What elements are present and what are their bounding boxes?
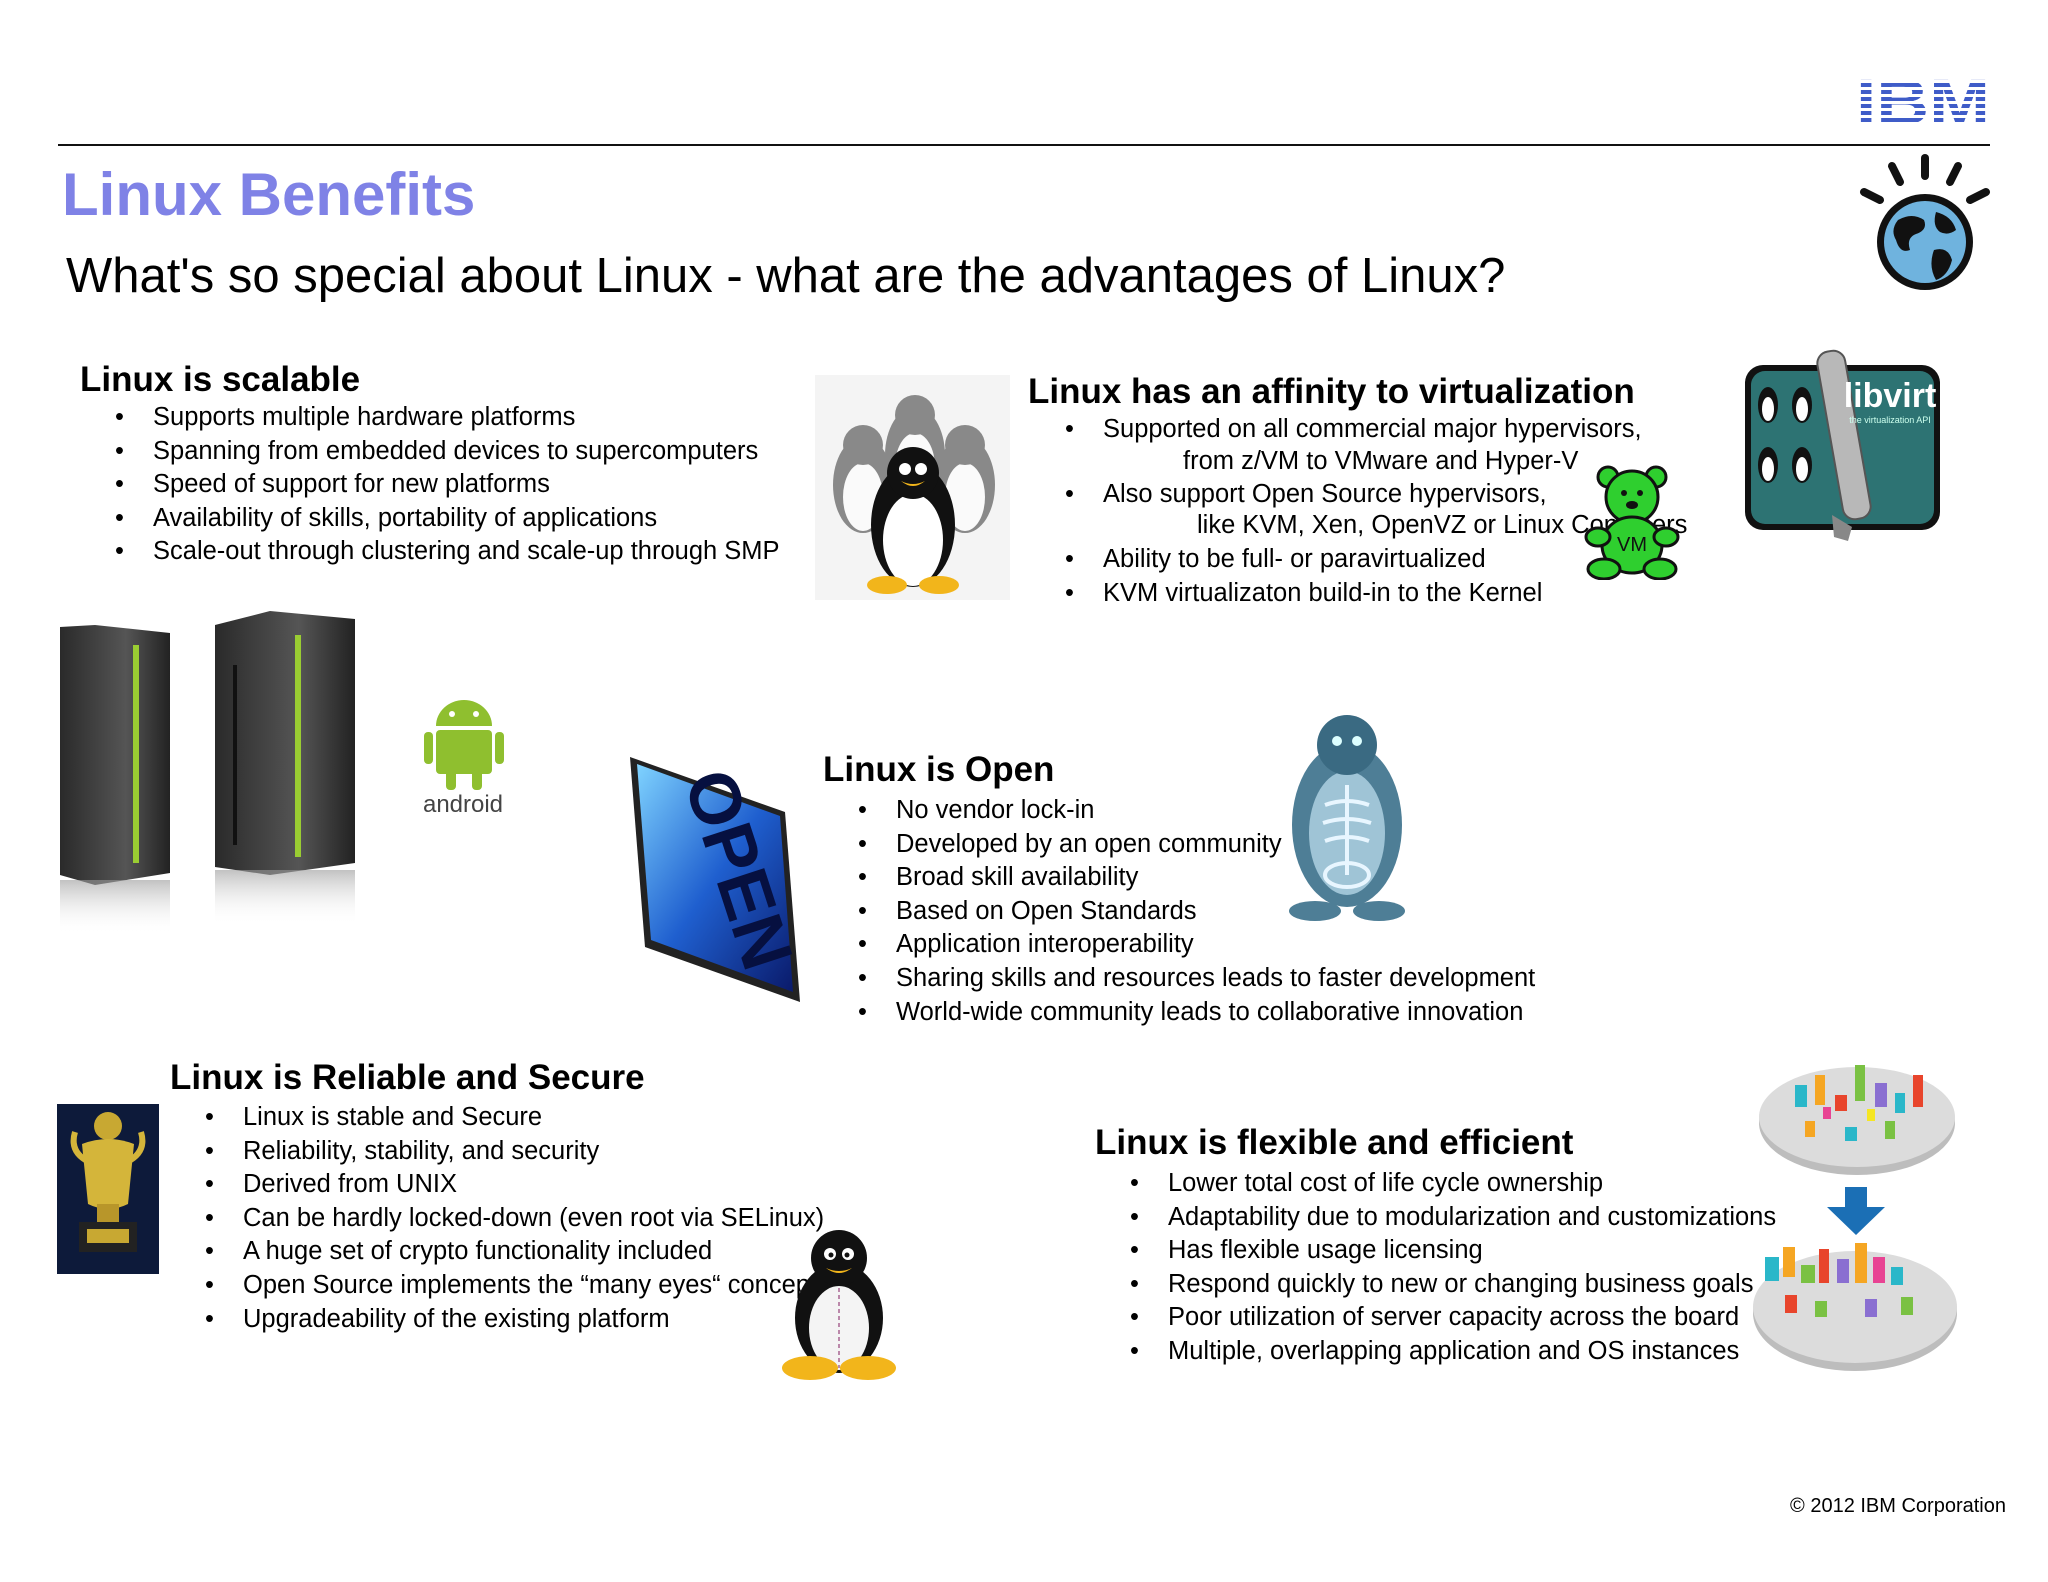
list-item: No vendor lock-in <box>858 794 1535 828</box>
list-item: Broad skill availability <box>858 861 1535 895</box>
ibm-logo: IBM <box>1856 76 1990 122</box>
virtualization-list: Supported on all commercial major hyperv… <box>1065 413 1642 447</box>
list-item: Supports multiple hardware platforms <box>115 401 780 435</box>
virtualization-list-3: Ability to be full- or paravirtualized K… <box>1065 543 1542 610</box>
list-item: Application interoperability <box>858 928 1535 962</box>
list-item: Reliability, stability, and security <box>205 1135 824 1169</box>
list-item: Also support Open Source hypervisors, <box>1065 478 1547 512</box>
list-item: Based on Open Standards <box>858 895 1535 929</box>
svg-text:VM: VM <box>1617 534 1647 556</box>
list-item: Linux is stable and Secure <box>205 1101 824 1135</box>
list-item: Respond quickly to new or changing busin… <box>1130 1268 1776 1302</box>
list-item: Spanning from embedded devices to superc… <box>115 435 780 469</box>
page-subtitle: What's so special about Linux - what are… <box>66 249 1506 303</box>
svg-text:android: android <box>423 791 503 815</box>
scalable-heading: Linux is scalable <box>80 360 361 399</box>
green-bear-image: VM <box>1584 465 1680 580</box>
virtualization-list-2: Also support Open Source hypervisors, <box>1065 478 1547 512</box>
list-item: Can be hardly locked-down (even root via… <box>205 1202 824 1236</box>
list-item: Scale-out through clustering and scale-u… <box>115 535 780 569</box>
list-item: A huge set of crypto functionality inclu… <box>205 1235 824 1269</box>
list-item: Lower total cost of life cycle ownership <box>1130 1167 1776 1201</box>
reliable-heading: Linux is Reliable and Secure <box>170 1058 645 1097</box>
libvirt-logo: libvirt the virtualization API <box>1745 349 1940 541</box>
list-item: Supported on all commercial major hyperv… <box>1065 413 1642 447</box>
svg-text:libvirt: libvirt <box>1844 377 1937 415</box>
padlock-penguin-image <box>782 1230 896 1380</box>
list-item: Has flexible usage licensing <box>1130 1234 1776 1268</box>
list-item: Speed of support for new platforms <box>115 468 780 502</box>
flexible-list: Lower total cost of life cycle ownership… <box>1130 1167 1776 1369</box>
list-item: Derived from UNIX <box>205 1168 824 1202</box>
list-item: Poor utilization of server capacity acro… <box>1130 1301 1776 1335</box>
virtualization-bullet1-cont: from z/VM to VMware and Hyper-V <box>1183 447 1579 475</box>
copyright-footer: © 2012 IBM Corporation <box>1790 1495 2006 1517</box>
list-item: KVM virtualizaton build-in to the Kernel <box>1065 577 1542 611</box>
list-item: Availability of skills, portability of a… <box>115 502 780 536</box>
list-item: Upgradeability of the existing platform <box>205 1303 824 1337</box>
page-title: Linux Benefits <box>62 161 476 228</box>
list-item: Developed by an open community <box>858 828 1535 862</box>
header-rule <box>58 144 1990 146</box>
svg-text:the virtualization API: the virtualization API <box>1849 415 1931 425</box>
reliable-list: Linux is stable and Secure Reliability, … <box>205 1101 824 1336</box>
xray-penguin-image <box>1289 715 1405 921</box>
flexible-heading: Linux is flexible and efficient <box>1095 1123 1574 1162</box>
consolidation-diagram-image <box>1753 1065 1957 1371</box>
open-sign-image: OPEN <box>630 757 805 1002</box>
list-item: Ability to be full- or paravirtualized <box>1065 543 1542 577</box>
penguin-group-image <box>815 375 1010 600</box>
globe-icon <box>1860 154 1990 290</box>
trophy-image <box>57 1104 159 1274</box>
list-item: Multiple, overlapping application and OS… <box>1130 1335 1776 1369</box>
scalable-list: Supports multiple hardware platforms Spa… <box>115 401 780 569</box>
list-item: Sharing skills and resources leads to fa… <box>858 962 1535 996</box>
list-item: Adaptability due to modularization and c… <box>1130 1201 1776 1235</box>
open-list: No vendor lock-in Developed by an open c… <box>858 794 1535 1029</box>
list-item: Open Source implements the “many eyes“ c… <box>205 1269 824 1303</box>
android-logo: android <box>423 700 504 815</box>
list-item: World-wide community leads to collaborat… <box>858 996 1535 1030</box>
servers-image <box>60 611 355 935</box>
virtualization-heading: Linux has an affinity to virtualization <box>1028 372 1635 411</box>
open-heading: Linux is Open <box>823 750 1055 789</box>
